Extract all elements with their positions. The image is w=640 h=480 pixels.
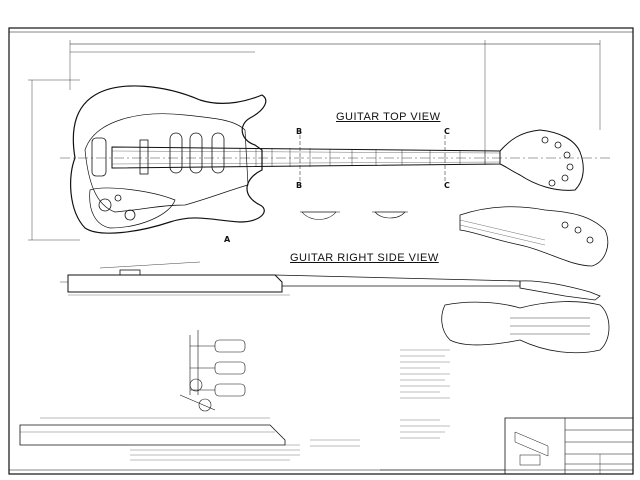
pickup-middle [189, 132, 203, 174]
title-block [504, 417, 634, 475]
wiring-diagram [179, 330, 246, 412]
pickup-neck [211, 132, 225, 174]
headstock-top-view [499, 129, 584, 191]
guitar-side-view [67, 274, 283, 293]
section-marker-a: A [224, 235, 231, 244]
neck-section-a-a [19, 424, 286, 446]
sheet-border [8, 27, 634, 475]
section-marker-b-top: B [296, 127, 303, 136]
pickguard [84, 113, 249, 213]
section-marker-b-bottom: B [296, 181, 303, 190]
headstock-bottom-view [441, 301, 610, 354]
side-view-title: GUITAR RIGHT SIDE VIEW [290, 252, 439, 264]
top-view-title: GUITAR TOP VIEW [336, 111, 441, 123]
guitar-body-top-view [70, 85, 267, 234]
control-plate [89, 187, 176, 229]
frets [239, 148, 486, 167]
section-marker-c-bottom: C [444, 181, 450, 190]
section-marker-c-top: C [444, 127, 450, 136]
headstock-angle-view [459, 206, 609, 267]
pickup-bridge [169, 132, 183, 174]
